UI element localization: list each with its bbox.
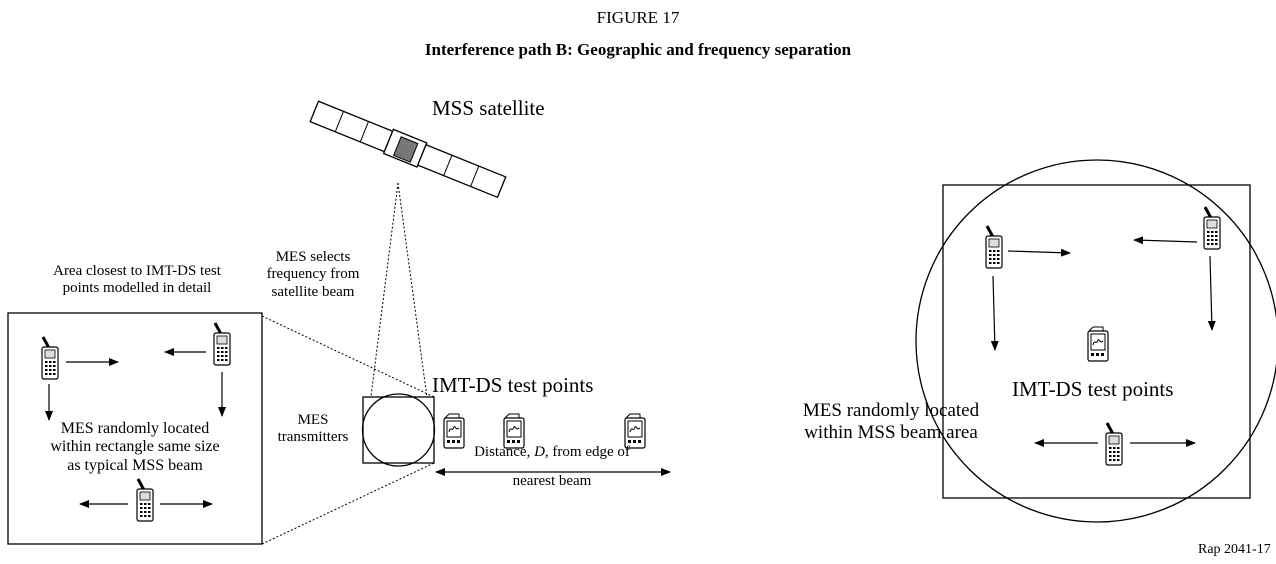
satellite-icon: [309, 100, 507, 199]
figure-title: Interference path B: Geographic and freq…: [424, 40, 852, 59]
detail-body-line: within rectangle same size: [50, 438, 220, 456]
beam-note-line: satellite beam: [271, 283, 355, 300]
distance-label-line: nearest beam: [512, 473, 592, 490]
detail-body: MES randomly located within rectangle sa…: [10, 420, 260, 475]
test-point-icon: [503, 413, 525, 449]
distance-symbol: D: [534, 444, 545, 460]
distance-text: , from edge of: [544, 444, 630, 460]
transmitters-label-line: transmitters: [277, 429, 349, 446]
beam-area-label-line: MES randomly located: [802, 400, 980, 421]
beam-note-line: MES selects: [275, 249, 351, 265]
test-points-label: IMT-DS test points: [432, 373, 594, 397]
movement-arrows: [990, 236, 1216, 447]
figure-number: FIGURE 17: [596, 8, 680, 27]
detail-caption: Area closest to IMT-DS test points model…: [12, 263, 262, 298]
phone-icon: [1202, 206, 1222, 250]
beam-area-label: MES randomly located within MSS beam are…: [775, 400, 1007, 444]
beam-area-rectangle: [942, 184, 1251, 499]
beam-rectangle: [362, 396, 435, 464]
beam-area-circle: [915, 159, 1276, 523]
beam-area-label-line: within MSS beam area: [804, 421, 978, 443]
detail-body-line: MES randomly located: [60, 420, 210, 437]
phone-icon: [135, 478, 155, 522]
satellite-label: MSS satellite: [432, 96, 545, 120]
right-test-points-label: IMT-DS test points: [1012, 377, 1174, 401]
distance-text: Distance,: [474, 444, 535, 460]
satellite-beam-lines: [367, 182, 431, 421]
distance-label-line: Distance, D, from edge of: [432, 444, 672, 461]
beam-note-line: frequency from: [266, 266, 360, 283]
detail-caption-line: points modelled in detail: [62, 280, 212, 297]
phone-icon: [212, 322, 232, 366]
phone-icon: [984, 225, 1004, 269]
detail-caption-line: Area closest to IMT-DS test: [53, 263, 221, 279]
movement-arrows: [45, 348, 226, 508]
phone-icon: [40, 336, 60, 380]
test-point-icon: [443, 413, 465, 449]
beam-circle: [361, 393, 436, 467]
figure-reference: Rap 2041-17: [1198, 542, 1271, 557]
transmitters-label-line: MES: [297, 412, 329, 428]
beam-note: MES selects frequency from satellite bea…: [248, 249, 378, 301]
distance-label: Distance, D, from edge of nearest beam: [432, 444, 672, 491]
detail-rectangle: [7, 312, 263, 545]
transmitters-label: MES transmitters: [268, 412, 358, 447]
phone-icon: [1104, 422, 1124, 466]
detail-body-line: as typical MSS beam: [67, 456, 203, 474]
test-point-icon: [624, 413, 646, 449]
test-point-icon: [1087, 326, 1109, 362]
